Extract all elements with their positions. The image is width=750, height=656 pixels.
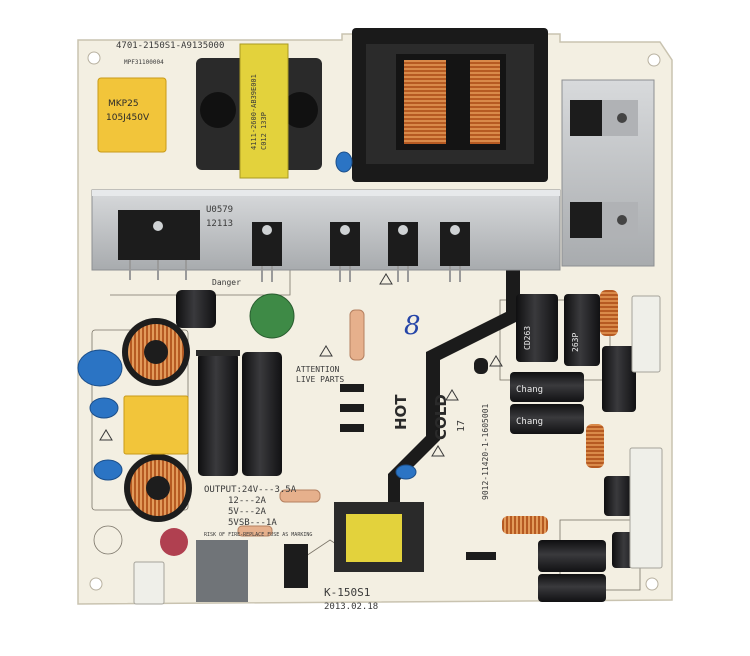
x-cap-label-2: 105J450V	[106, 113, 150, 123]
mark-17: 17	[456, 420, 467, 432]
output-line-2: 12---2A	[228, 496, 267, 506]
x-cap-label-1: MKP25	[108, 99, 139, 109]
x-capacitor-mid	[123, 395, 189, 455]
heatsink-mark-2: 12113	[206, 219, 233, 229]
transistors	[118, 100, 638, 282]
mov	[160, 528, 188, 556]
date-label: 2013.02.18	[324, 602, 378, 612]
serial-tag: MPF31100004	[124, 59, 164, 66]
hot-label: HOT	[392, 394, 410, 430]
cap-code-1: CD263	[523, 326, 532, 350]
bulk-capacitors	[196, 350, 282, 476]
cap-code-2: 263P	[571, 333, 580, 352]
output-line-1: OUTPUT:24V---3.5A	[204, 485, 297, 495]
transformer-code-1: 4111-2600-AB39E001	[250, 74, 258, 150]
attention-line-1: ATTENTION	[296, 365, 340, 374]
heatsink-mark-1: U0579	[206, 205, 233, 215]
attention-line-2: LIVE PARTS	[296, 375, 344, 384]
choke-2	[586, 424, 604, 468]
output-line-4: 5VSB---1A	[228, 518, 277, 528]
choke-1	[600, 290, 618, 336]
standby-transformer: 4111-2600-AB39E001 C012 133P	[196, 43, 322, 179]
main-transformer	[352, 28, 548, 182]
danger-label: Danger	[212, 278, 241, 287]
handwritten-mark: 8	[404, 311, 421, 341]
part-number: 4701-2150S1-A9135000	[116, 41, 224, 51]
connectors	[133, 295, 663, 605]
emi-choke-2	[124, 454, 192, 522]
emi-choke-1	[122, 318, 190, 386]
x-capacitor-top	[97, 77, 167, 153]
cap-brand-1: Chang	[516, 385, 543, 395]
output-capacitors	[510, 294, 638, 602]
side-code: 9012-11420-1-1605001	[481, 403, 490, 500]
thermistor	[249, 293, 295, 339]
model-label: K-150S1	[324, 586, 370, 599]
cap-brand-2: Chang	[516, 417, 543, 427]
output-line-3: 5V---2A	[228, 507, 267, 517]
small-transformer-bottom	[334, 502, 424, 572]
cold-label: COLD	[432, 394, 450, 440]
transformer-code-2: C012 133P	[260, 112, 268, 150]
choke-3	[502, 516, 548, 534]
fuse-warning: RISK OF FIRE-REPLACE FUSE AS MARKING	[204, 532, 312, 538]
